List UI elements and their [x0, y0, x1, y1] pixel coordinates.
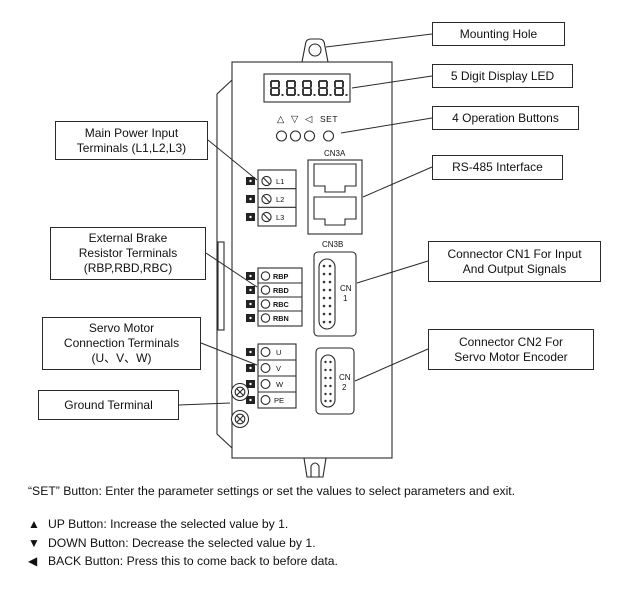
terminal-label: RBD — [273, 286, 289, 295]
up-button-note-text: UP Button: Increase the selected value b… — [48, 517, 289, 531]
leader-line — [340, 117, 433, 134]
terminal-label: RBN — [273, 314, 289, 323]
down-button-note: ▼ DOWN Button: Decrease the selected val… — [28, 536, 620, 551]
flange-slot — [217, 241, 225, 331]
power-terminal-block: L1 L2 L3 — [246, 169, 297, 227]
cn1-connector: CN 1 — [313, 251, 357, 337]
button-notes: “SET” Button: Enter the parameter settin… — [28, 484, 620, 573]
label-main-power: Main Power Input Terminals (L1,L2,L3) — [55, 121, 208, 160]
operation-buttons: △ ▽ ◁ SET — [275, 114, 338, 142]
label-brake-resistor: External Brake Resistor Terminals (RBP,R… — [50, 227, 206, 280]
terminal-label: V — [276, 364, 281, 373]
up-triangle-icon: ▲ — [28, 517, 40, 531]
mounting-hole-tab — [301, 38, 329, 63]
leader-line — [351, 75, 433, 89]
rj45-jack-bottom — [313, 196, 357, 226]
terminal-label: W — [276, 380, 284, 389]
terminal-label: RBP — [273, 272, 289, 281]
back-button-note-text: BACK Button: Press this to come back to … — [48, 554, 338, 568]
leader-line — [207, 139, 258, 181]
rj45-jack-top — [313, 163, 357, 193]
leader-line — [178, 402, 231, 406]
set-label: SET — [320, 114, 338, 124]
brake-terminal-block: RBP RBD RBC RBN — [246, 267, 303, 327]
leader-line — [354, 348, 429, 382]
label-display-led: 5 Digit Display LED — [432, 64, 573, 88]
down-symbol: ▽ — [291, 114, 299, 125]
leader-line — [200, 342, 258, 366]
label-servo-motor: Servo Motor Connection Terminals (U、V、W) — [42, 317, 201, 370]
label-mounting-hole: Mounting Hole — [432, 22, 565, 46]
device-side-flange — [216, 79, 233, 449]
down-button-note-text: DOWN Button: Decrease the selected value… — [48, 535, 316, 550]
led-display: 8.8.8.8.8 — [263, 73, 351, 103]
leader-line — [362, 166, 433, 198]
terminal-label: L3 — [276, 213, 284, 222]
label-rs485: RS-485 Interface — [432, 155, 563, 180]
bottom-mounting-tab — [303, 457, 327, 478]
terminal-label: PE — [274, 396, 284, 405]
label-ground-terminal: Ground Terminal — [38, 390, 179, 420]
terminal-label: L2 — [276, 195, 284, 204]
rs485-connector-cn3 — [307, 159, 363, 235]
cn3b-label: CN3B — [322, 240, 343, 249]
leader-line — [325, 33, 433, 48]
down-triangle-icon: ▼ — [28, 535, 40, 550]
cn2-text-line2: 2 — [342, 383, 347, 392]
op-button — [289, 130, 302, 142]
cn2-connector: CN 2 — [315, 347, 355, 415]
ground-terminal-screws — [230, 382, 250, 429]
terminal-label: RBC — [273, 300, 290, 309]
set-button-note: “SET” Button: Enter the parameter settin… — [28, 484, 516, 498]
back-triangle-icon: ◀ — [28, 554, 38, 568]
op-button — [303, 130, 316, 142]
up-symbol: △ — [277, 114, 285, 125]
label-cn1: Connector CN1 For Input And Output Signa… — [428, 241, 601, 282]
leader-line — [356, 260, 429, 284]
back-button-note: ◀ BACK Button: Press this to come back t… — [28, 554, 620, 569]
up-button-note: ▲ UP Button: Increase the selected value… — [28, 517, 620, 532]
leader-lines — [178, 33, 433, 406]
back-symbol: ◁ — [305, 114, 313, 125]
leader-line — [205, 252, 258, 288]
cn2-text-line1: CN — [339, 373, 351, 382]
label-operation-buttons: 4 Operation Buttons — [432, 106, 579, 130]
terminal-label: L1 — [276, 177, 284, 186]
motor-terminal-block: U V W PE — [246, 343, 297, 409]
cn1-text-line2: 1 — [343, 294, 348, 303]
mounting-hole — [308, 43, 322, 57]
terminal-label: U — [276, 348, 281, 357]
op-button — [322, 130, 335, 142]
label-cn2: Connector CN2 For Servo Motor Encoder — [428, 329, 594, 370]
cn3a-label: CN3A — [324, 149, 346, 158]
op-button — [275, 130, 288, 142]
cn1-text-line1: CN — [340, 284, 352, 293]
